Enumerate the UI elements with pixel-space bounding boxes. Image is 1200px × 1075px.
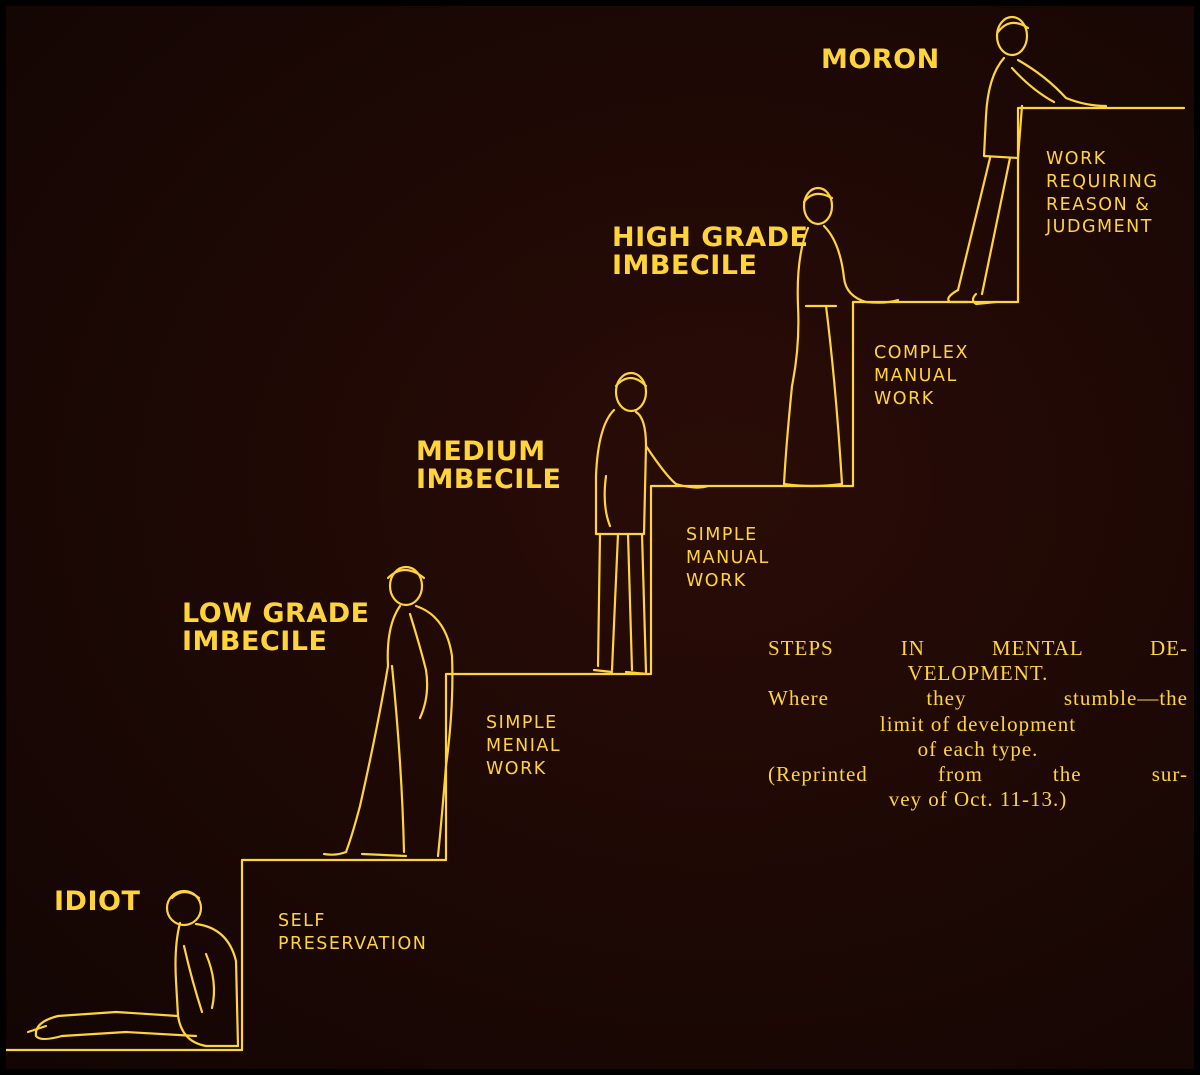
work-label-complex-manual-work: COMPLEX MANUAL WORK — [874, 343, 969, 409]
staircase-outline — [240, 106, 1186, 1052]
figure-moron — [947, 15, 1108, 306]
stage-label-low-grade-imbecile: LOW GRADE IMBECILE — [182, 598, 370, 657]
figure-idiot — [26, 889, 240, 1048]
staircase-illustration — [6, 15, 1186, 1052]
work-label-simple-manual-work: SIMPLE MANUAL WORK — [686, 525, 770, 591]
stage-label-high-grade-imbecile: HIGH GRADE IMBECILE — [612, 222, 809, 281]
caption-line: (Reprinted from the sur- — [768, 761, 1188, 786]
caption-line: of each type. — [917, 736, 1039, 761]
caption-line: VELOPMENT. — [907, 661, 1049, 686]
stage-label-medium-imbecile: MEDIUM IMBECILE — [416, 436, 562, 495]
caption-line: limit of development — [879, 711, 1077, 736]
work-label-reason-judgment: WORK REQUIRING REASON & JUDGMENT — [1046, 149, 1159, 238]
work-label-self-preservation: SELF PRESERVATION — [278, 911, 428, 954]
figure-low-grade-imbecile — [322, 565, 454, 858]
figure-medium-imbecile — [592, 371, 710, 676]
figure-high-grade-imbecile — [782, 186, 900, 488]
caption: STEPS IN MENTAL DE- VELOPMENT. Where the… — [768, 636, 1188, 812]
work-label-simple-menial-work: SIMPLE MENIAL WORK — [486, 713, 562, 779]
caption-line: vey of Oct. 11-13.) — [888, 787, 1068, 812]
caption-line: Where they stumble—the — [768, 686, 1188, 711]
stage-label-idiot: IDIOT — [54, 886, 141, 917]
caption-line: STEPS IN MENTAL DE- — [768, 636, 1188, 660]
stage-label-moron: MORON — [821, 44, 940, 75]
